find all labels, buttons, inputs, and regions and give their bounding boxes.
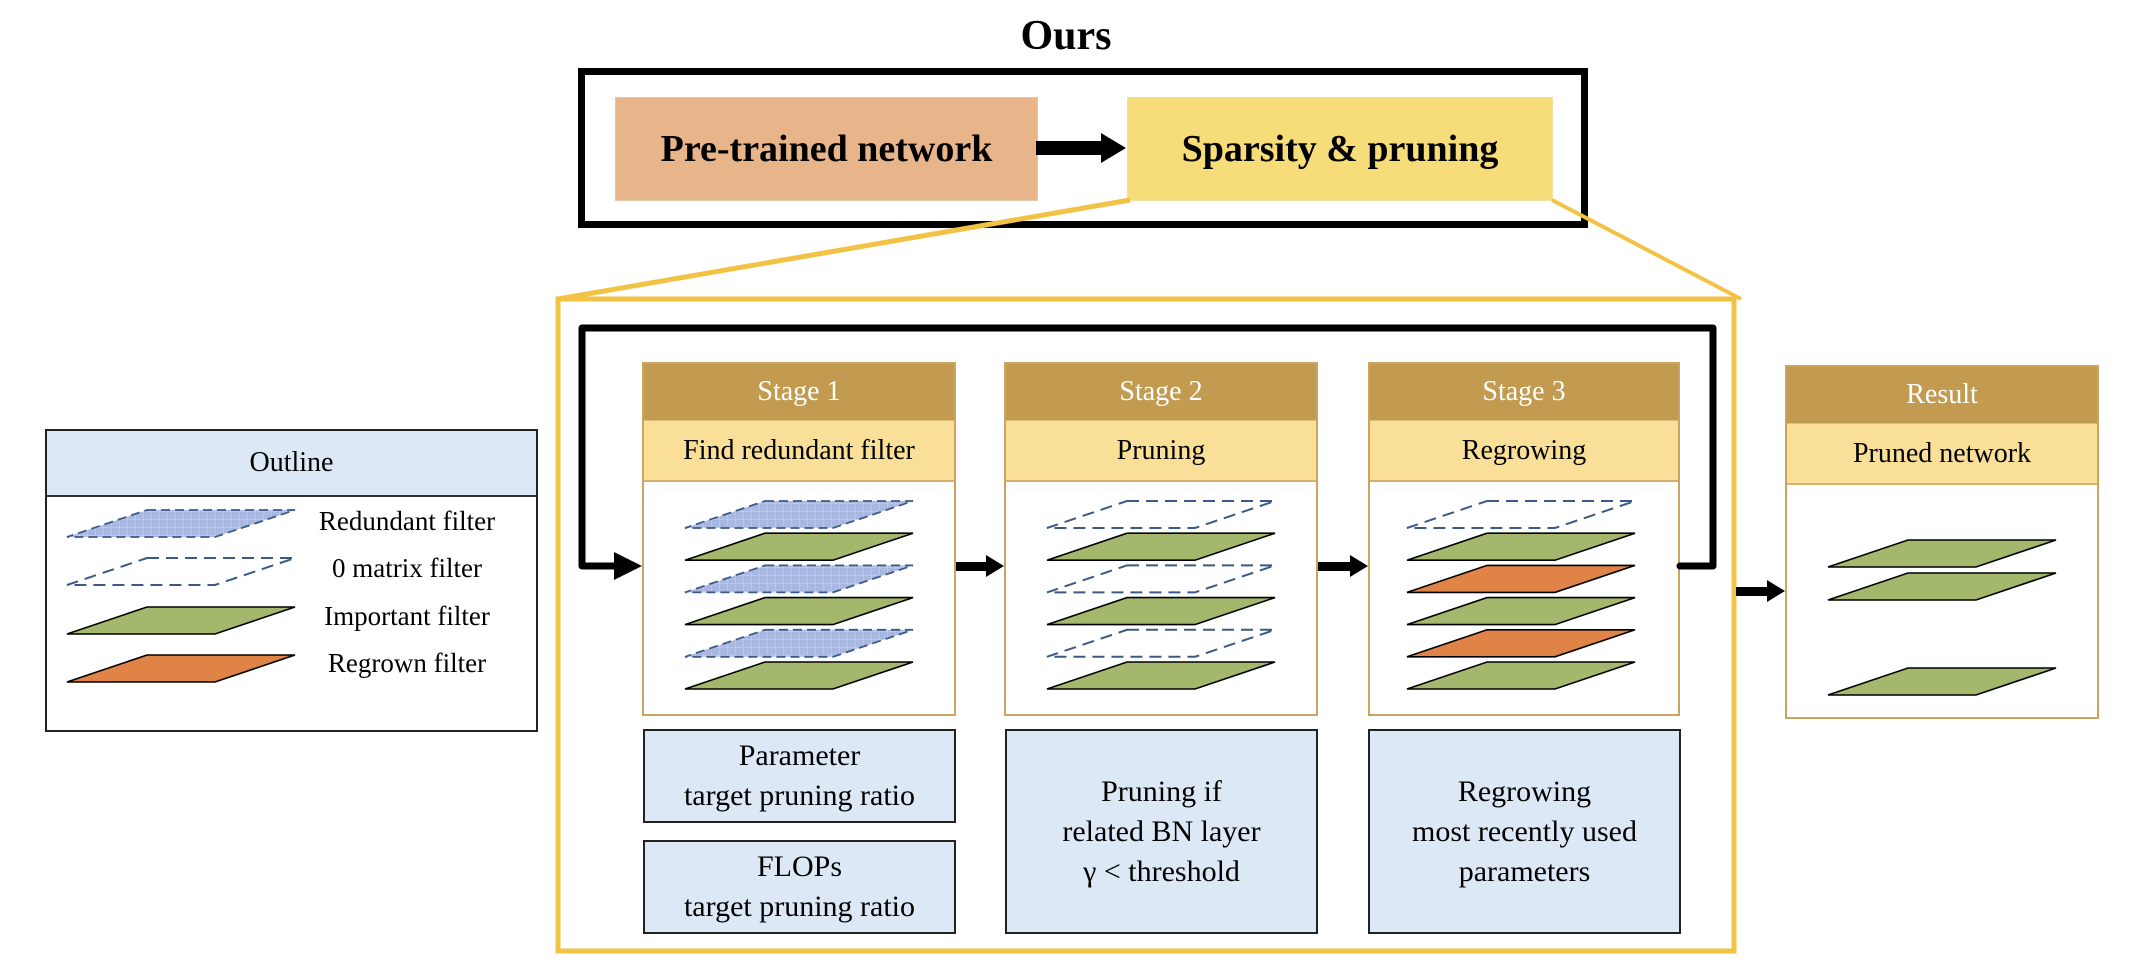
pretrained-network-label: Pre-trained network [660,128,993,170]
note-line: related BN layer [1062,814,1261,848]
stage-2-card: Stage 2 Pruning [1004,362,1318,716]
arrow-to-result [1736,580,1785,602]
note-line: FLOPs [756,850,843,883]
note-line: Regrowing [1457,774,1592,808]
loop-arrowhead [614,552,642,580]
stage-1-card: Stage 1 Find redundant filter [642,362,956,716]
outline-legend: Outline Redundant filter 0 matrix filter… [45,429,538,732]
legend-label-regrown: Regrown filter [327,648,487,678]
legend-label-zero-matrix: 0 matrix filter [332,553,482,583]
stage-3-card: Stage 3 Regrowing [1368,362,1680,716]
stage-1-note-parameter: Parameter target pruning ratio [643,729,956,823]
note-line: most recently used [1412,814,1637,848]
arrow-stage2-to-stage3 [1318,555,1368,577]
stage-3-subtitle: Regrowing [1370,420,1678,482]
stage-2-header: Stage 2 [1006,364,1316,420]
stage-2-subtitle: Pruning [1006,420,1316,482]
note-line: Pruning if [1101,774,1222,808]
stage-1-note-flops: FLOPs target pruning ratio [643,840,956,934]
result-subtitle: Pruned network [1787,423,2097,485]
legend-label-redundant: Redundant filter [318,506,496,536]
legend-label-important: Important filter [324,601,490,631]
outline-header: Outline [47,431,536,497]
stage-1-header: Stage 1 [644,364,954,420]
note-line: parameters [1458,854,1591,888]
result-header: Result [1787,367,2097,423]
pretrained-network-box: Pre-trained network [615,97,1038,201]
note-line: Parameter [738,739,861,772]
stage-2-note: Pruning if related BN layer γ < threshol… [1005,729,1318,934]
stage-3-note: Regrowing most recently used parameters [1368,729,1681,934]
outline-header-label: Outline [249,447,334,478]
note-line: γ < threshold [1083,854,1240,888]
result-card: Result Pruned network [1785,365,2099,719]
arrow-stage1-to-stage2 [956,555,1004,577]
stage-1-subtitle: Find redundant filter [644,420,954,482]
diagram-title: Ours [1020,13,1112,59]
sparsity-pruning-box: Sparsity & pruning [1127,97,1553,201]
sparsity-pruning-label: Sparsity & pruning [1181,128,1499,170]
note-line: target pruning ratio [683,779,916,812]
stage-3-header: Stage 3 [1370,364,1678,420]
note-line: target pruning ratio [683,890,916,923]
